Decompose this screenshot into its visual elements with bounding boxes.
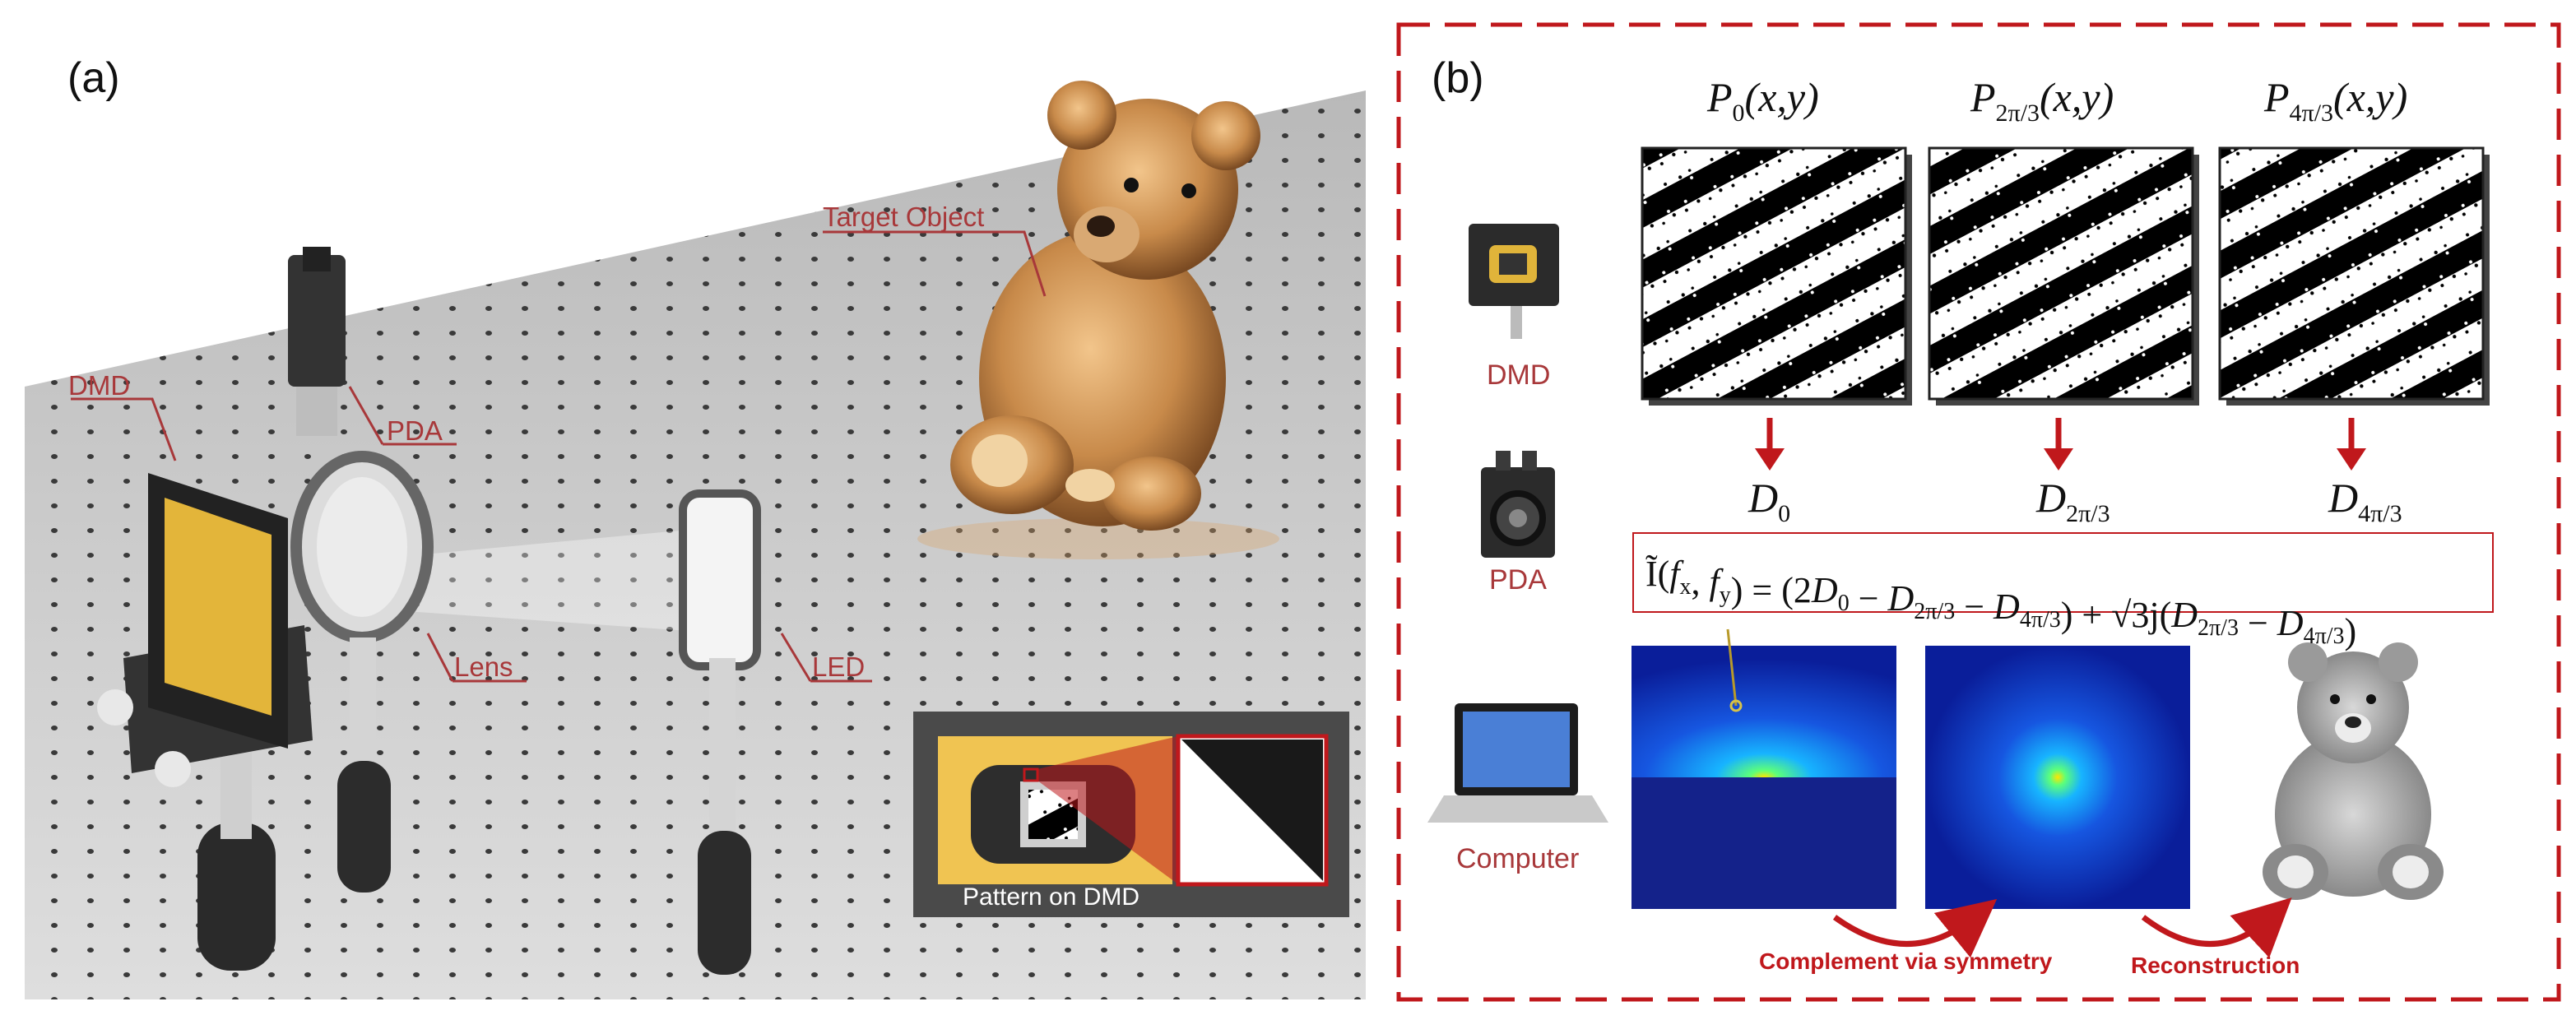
down-arrows — [1755, 418, 2366, 471]
dmd-pattern-inset: Pattern on DMD — [913, 712, 1349, 917]
led-device — [679, 489, 761, 975]
complement-arrow — [1832, 898, 1998, 958]
pda-icon — [1481, 451, 1555, 558]
panel-a: DMD PDA Lens LED Target Object Pattern o… — [25, 81, 1366, 999]
reconstruction-label: Reconstruction — [2131, 953, 2300, 978]
equation: Ĩ(fx, fy) = (2D0 − D2π/3 − D4π/3) + √3j(… — [1645, 554, 2356, 651]
panel-b: Complement via symmetry Reconstruction P… — [1396, 22, 2561, 1002]
label-pda: PDA — [387, 415, 443, 446]
dmd-device — [97, 473, 313, 971]
label-lens: Lens — [454, 651, 513, 682]
panel-a-label: (a) — [67, 54, 120, 102]
light-beam — [370, 526, 724, 633]
panel-b-border — [1396, 22, 2561, 1002]
pattern-title-p4pi3: P4π/3(x,y) — [2263, 74, 2407, 127]
complement-label: Complement via symmetry — [1759, 948, 2053, 974]
device-label-computer: Computer — [1456, 843, 1580, 874]
equation-box — [1632, 532, 2494, 613]
callout-lines — [71, 230, 1047, 683]
reconstructed-bear — [2221, 642, 2485, 909]
device-label-pda: PDA — [1489, 564, 1547, 596]
pattern-title-p0: P0(x,y) — [1706, 74, 1819, 127]
measurement-d0: D0 — [1748, 475, 1790, 527]
label-led: LED — [812, 651, 865, 682]
measurement-d2pi3: D2π/3 — [2035, 475, 2110, 527]
pda-device — [288, 247, 346, 436]
half-spectrum — [1631, 628, 1896, 909]
inset-caption: Pattern on DMD — [963, 883, 1139, 911]
label-target-object: Target Object — [823, 202, 984, 232]
lens — [290, 451, 434, 892]
full-spectrum — [1925, 646, 2190, 909]
dmd-icon — [1469, 224, 1559, 339]
measurement-d4pi3: D4π/3 — [2328, 475, 2402, 527]
teddy-bear — [917, 81, 1279, 559]
pattern-p4pi3 — [2218, 146, 2490, 406]
panel-b-label: (b) — [1432, 54, 1484, 102]
reconstruction-arrow — [2141, 897, 2292, 958]
pattern-p2pi3 — [1928, 146, 2199, 406]
laptop-icon — [1427, 703, 1608, 823]
pattern-p0 — [1641, 146, 1912, 406]
pattern-title-p2pi3: P2π/3(x,y) — [1970, 74, 2114, 127]
device-label-dmd: DMD — [1487, 359, 1551, 391]
label-dmd: DMD — [68, 370, 130, 401]
